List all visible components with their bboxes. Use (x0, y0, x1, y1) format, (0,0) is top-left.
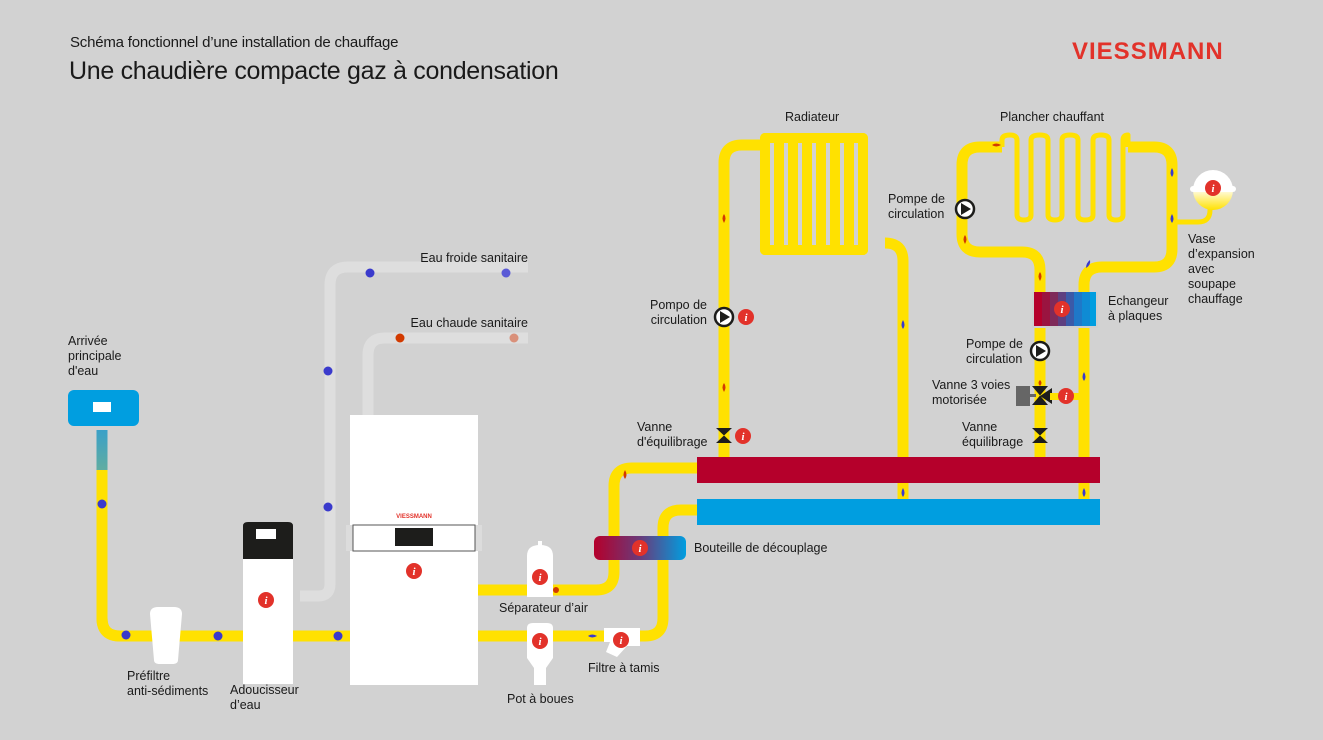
svg-text:i: i (638, 543, 642, 555)
radiator-supply-pipe (718, 139, 770, 458)
svg-text:i: i (1211, 183, 1215, 195)
inlet-pipe (96, 430, 350, 642)
info-sludge-pot-icon[interactable]: i (532, 633, 548, 649)
main-inlet-meter (68, 390, 139, 426)
diagram-subtitle: Schéma fonctionnel d’une installation de… (70, 34, 399, 51)
svg-text:i: i (741, 431, 745, 443)
info-expansion-vessel-icon[interactable]: i (1205, 180, 1221, 196)
info-icons: i i i i i i i i i i i (258, 180, 1221, 649)
label-softener: Adoucisseur d’eau (230, 683, 299, 712)
radiator (760, 133, 868, 255)
sludge-pot (527, 623, 553, 685)
info-balancing-valve-icon[interactable]: i (735, 428, 751, 444)
label-sludge-pot: Pot à boues (507, 692, 574, 706)
circulation-pump-floor-icon (954, 198, 976, 220)
label-prefilter: Préfiltre anti-sédiments (127, 669, 209, 698)
label-decoupling-bottle: Bouteille de découplage (694, 541, 828, 555)
label-main-inlet: Arrivée principale d'eau (68, 334, 122, 378)
boiler-flow-pipe (478, 462, 700, 596)
svg-text:i: i (619, 635, 623, 647)
svg-text:i: i (1060, 304, 1064, 316)
info-air-separator-icon[interactable]: i (532, 569, 548, 585)
info-exchanger-icon[interactable]: i (1054, 301, 1070, 317)
radiator-return-pipe (884, 237, 909, 500)
hot-water-pipe (362, 332, 528, 416)
svg-text:i: i (412, 566, 416, 578)
svg-text:i: i (264, 595, 268, 607)
prefilter (150, 607, 182, 664)
label-expansion-vessel: Vase d’expansion avec soupape chauffage (1188, 232, 1255, 306)
circulation-pump-radiator-icon (713, 306, 735, 328)
boiler-brand: VIESSMANN (396, 514, 432, 520)
info-softener-icon[interactable]: i (258, 592, 274, 608)
label-hot-water: Eau chaude sanitaire (410, 316, 528, 330)
diagram-title: Une chaudière compacte gaz à condensatio… (69, 57, 559, 85)
label-three-way-valve: Vanne 3 voies motorisée (932, 378, 1011, 407)
label-strainer: Filtre à tamis (588, 661, 660, 675)
label-radiator: Radiateur (785, 110, 840, 124)
floor-heating-coil (999, 132, 1131, 223)
info-decoupling-bottle-icon[interactable]: i (632, 540, 648, 556)
svg-text:i: i (744, 312, 748, 324)
balancing-valve-radiator-icon (716, 428, 732, 443)
label-balancing-valve-floor: Vanne équilibrage (962, 420, 1024, 449)
water-softener (243, 522, 293, 684)
balancing-valve-floor-icon (1032, 428, 1048, 443)
exchanger-primary-hot (956, 141, 1046, 458)
sanitary-pipes (300, 261, 528, 602)
info-boiler-icon[interactable]: i (406, 563, 422, 579)
circulation-pump-exchanger-icon (1029, 340, 1051, 362)
hot-collector (697, 457, 1100, 483)
info-pump-radiator-icon[interactable]: i (738, 309, 754, 325)
boiler-return-pipe (478, 504, 700, 642)
label-floor-heating: Plancher chauffant (1000, 110, 1105, 124)
svg-text:i: i (1064, 391, 1068, 403)
flow-drops (588, 143, 1174, 638)
exchanger-primary-cold (1078, 141, 1178, 500)
cold-collector (697, 499, 1100, 525)
label-pump-floor: Pompe de circulation (888, 192, 945, 221)
cold-water-pipe (300, 261, 528, 602)
label-air-separator: Séparateur d’air (499, 601, 588, 615)
boiler: VIESSMANN (346, 415, 482, 685)
expansion-vessel-pipe (1172, 198, 1213, 225)
label-pump-radiator: Pompo de circulation (650, 298, 707, 327)
info-strainer-icon[interactable]: i (613, 632, 629, 648)
svg-text:i: i (538, 636, 542, 648)
svg-text:i: i (538, 572, 542, 584)
inlet-pipe-lower (96, 470, 350, 642)
flow-dots (97, 268, 559, 641)
brand-logo: VIESSMANN (1072, 38, 1224, 65)
label-balancing-valve-radiator: Vanne d'équilibrage (637, 420, 708, 449)
info-three-way-valve-icon[interactable]: i (1058, 388, 1074, 404)
label-cold-water: Eau froide sanitaire (420, 251, 528, 265)
label-plate-exchanger: Echangeur à plaques (1108, 294, 1169, 323)
label-pump-exchanger: Pompe de circulation (966, 337, 1023, 366)
